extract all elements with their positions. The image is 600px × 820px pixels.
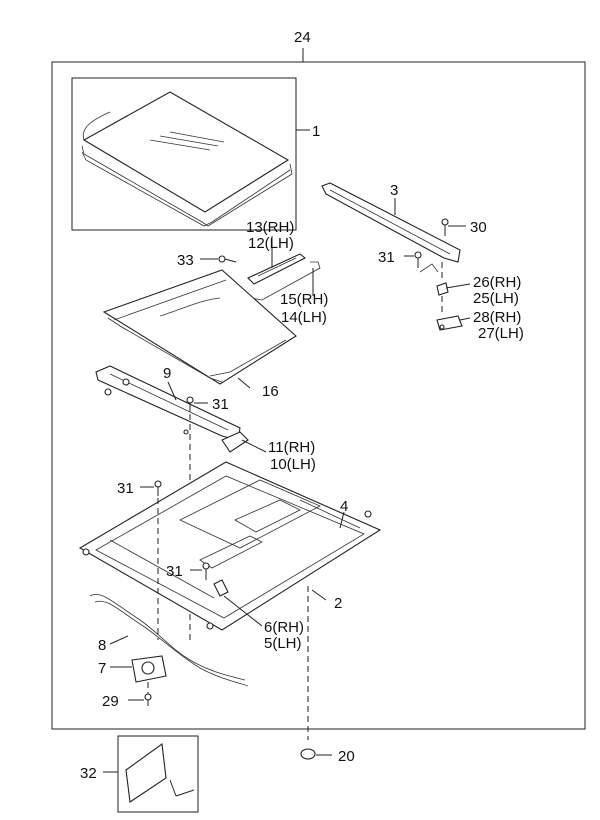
screw-29-icon [144,693,152,706]
drain-hose-8a [89,594,246,681]
sunshade-16 [102,269,297,385]
assembly-frame-24 [51,61,586,730]
screw-31-left-icon [154,480,162,496]
front-rail-9 [95,365,241,441]
leader-11 [241,439,267,453]
callout-16: 16 [262,383,279,400]
leader-6 [223,595,263,627]
leader-16 [237,377,251,389]
callout-6: 6(RH) [264,619,304,636]
callout-25: 25(LH) [473,290,519,307]
callout-31-lower: 31 [166,563,183,580]
guide-rail-13-12 [247,253,307,285]
link-6-5 [213,579,229,597]
screw-31-mid-icon [186,396,194,412]
leader-28 [459,317,471,321]
callout-7: 7 [98,660,106,677]
deflector-link [419,263,439,273]
bracket-28-27-icon [436,315,463,331]
callout-32: 32 [80,765,97,782]
callout-1: 1 [312,123,320,140]
callout-29: 29 [102,693,119,710]
callout-14: 14(LH) [281,309,327,326]
leader-4 [339,511,345,529]
callout-11: 11(RH) [268,439,315,456]
callout-27: 27(LH) [478,325,524,342]
callout-31-left: 31 [117,480,134,497]
toolkit-box [117,735,199,813]
screw-33-icon [218,255,237,263]
leader-26 [445,283,471,289]
leader-9 [167,381,177,401]
callout-10: 10(LH) [270,456,316,473]
callout-28: 28(RH) [473,309,521,326]
screw-30-icon [441,218,449,236]
callout-20: 20 [338,748,355,765]
callout-31-mid: 31 [212,396,229,413]
leader-8 [109,635,129,645]
callout-2: 2 [334,595,342,612]
callout-24: 24 [294,29,311,46]
leader-2 [311,589,327,601]
callout-13: 13(RH) [246,219,294,236]
callout-5: 5(LH) [264,635,302,652]
glass-box [71,77,297,231]
grommet-20-icon [300,748,316,760]
screw-31-lower-icon [202,562,210,580]
callout-30: 30 [470,219,487,236]
callout-9: 9 [163,365,171,382]
bracket-26-25-icon [436,282,449,296]
wind-deflector-3 [321,182,461,263]
motor-7-icon [131,655,167,683]
sunroof-frame-4 [78,461,382,631]
drain-hose-8b [94,600,249,687]
callout-4: 4 [340,498,348,515]
callout-12: 12(LH) [248,235,294,252]
glass-panel-1 [81,91,293,227]
callout-3: 3 [390,182,398,199]
callout-33: 33 [177,252,194,269]
callout-8: 8 [98,637,106,654]
callout-31-right: 31 [378,249,395,266]
callout-26: 26(RH) [473,274,521,291]
bracket-11-10 [221,431,249,453]
screw-31-right-icon [414,251,422,268]
callout-15: 15(RH) [280,291,328,308]
toolkit-32-icon [125,743,195,803]
